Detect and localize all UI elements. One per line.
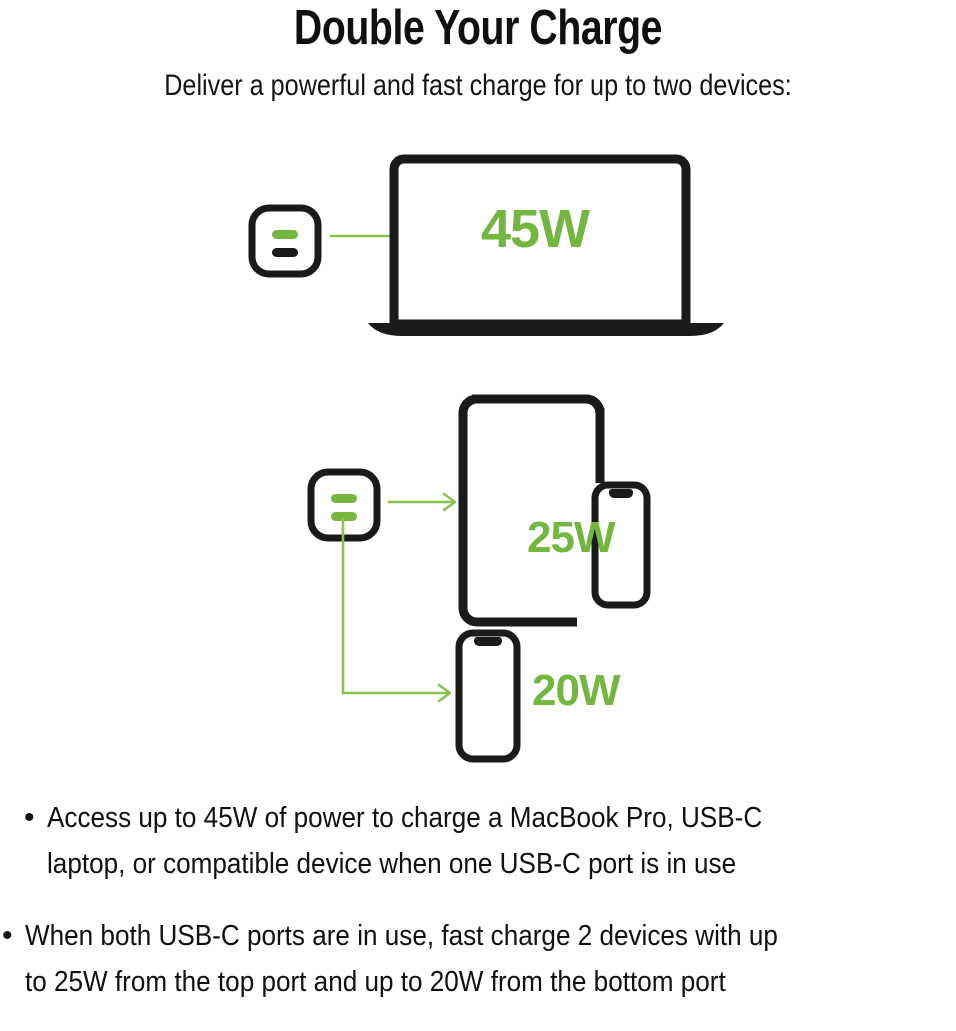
charger-two-ports-icon [307, 468, 381, 542]
arrow-to-tablet-icon [388, 492, 457, 512]
list-item: • When both USB-C ports are in use, fast… [0, 913, 956, 1005]
wattage-label-20w: 20W [532, 666, 621, 715]
tablet-icon [458, 394, 605, 627]
charger-port-bottom-inactive [272, 248, 298, 257]
wattage-label-25w: 25W [527, 513, 616, 562]
bullet-text: When both USB-C ports are in use, fast c… [24, 920, 778, 998]
charger-port-top-active [272, 230, 298, 239]
charger-port-bottom-active [331, 512, 357, 521]
feature-bullets: • Access up to 45W of power to charge a … [0, 795, 956, 1031]
arrow-to-phone-icon [341, 518, 452, 703]
page-title: Double Your Charge [293, 1, 663, 55]
bullet-marker-icon: • [2, 919, 13, 952]
bullet-text: Access up to 45W of power to charge a Ma… [46, 802, 762, 880]
header: Double Your Charge Deliver a powerful an… [0, 0, 956, 104]
scenario-one-group: 45W [248, 154, 724, 336]
scenario-two-group: 25W 20W [307, 394, 651, 763]
bullet-marker-icon: • [24, 801, 35, 834]
phone-tablet-overlay-icon [591, 481, 651, 609]
charger-port-top-active [331, 494, 357, 503]
list-item: • Access up to 45W of power to charge a … [0, 795, 956, 887]
phone-notch-icon [474, 637, 502, 646]
laptop-icon [368, 154, 724, 336]
charger-one-port-icon [248, 204, 322, 278]
wattage-label-45w: 45W [481, 199, 590, 259]
phone-icon [455, 629, 521, 763]
charging-diagram: 45W [0, 130, 956, 790]
phone-notch-icon [609, 489, 633, 498]
page-subtitle: Deliver a powerful and fast charge for u… [164, 69, 792, 102]
